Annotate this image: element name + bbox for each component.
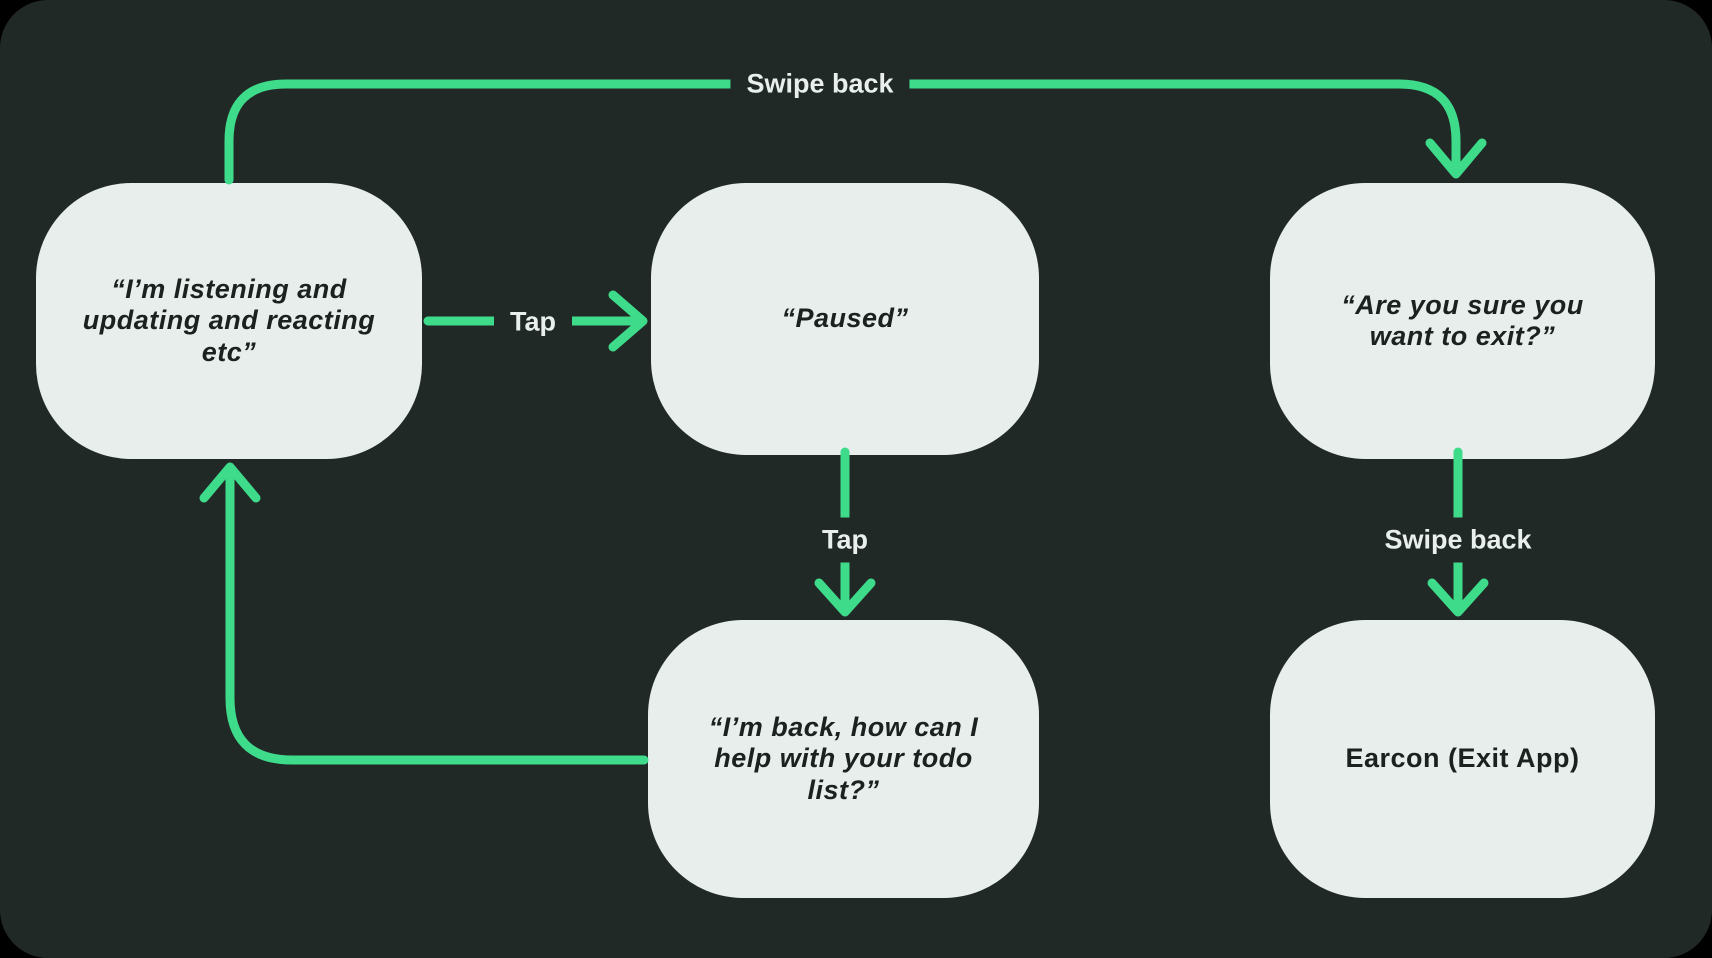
edge-return-loop-arrowhead-icon [199,462,261,503]
node-paused: “Paused” [651,183,1039,455]
edge-tap-vertical-arrowhead-icon [814,578,876,617]
node-exit-confirm-label: “Are you sure you want to exit?” [1341,289,1584,351]
edge-swipe-back-top-arrowhead-icon [1425,138,1487,179]
node-paused-label: “Paused” [781,303,909,334]
edge-label-swipe-back-vertical: Swipe back [1368,517,1548,563]
edge-label-tap-horizontal: Tap [494,299,572,345]
node-earcon-exit-label: Earcon (Exit App) [1345,743,1580,774]
edge-swipe-back-vertical-arrowhead-icon [1427,578,1489,617]
node-listening-label: “I’m listening and updating and reacting… [82,274,376,367]
node-listening: “I’m listening and updating and reacting… [36,183,422,459]
node-exit-confirm: “Are you sure you want to exit?” [1270,183,1655,459]
edge-return-loop-line [225,466,649,765]
node-back-again: “I’m back, how can I help with your todo… [648,620,1039,898]
edge-tap-horizontal-arrowhead-icon [608,290,648,352]
node-back-again-label: “I’m back, how can I help with your todo… [708,712,979,805]
edge-label-swipe-back-top: Swipe back [730,61,910,107]
node-earcon-exit: Earcon (Exit App) [1270,620,1655,898]
edge-label-tap-vertical: Tap [806,517,884,563]
